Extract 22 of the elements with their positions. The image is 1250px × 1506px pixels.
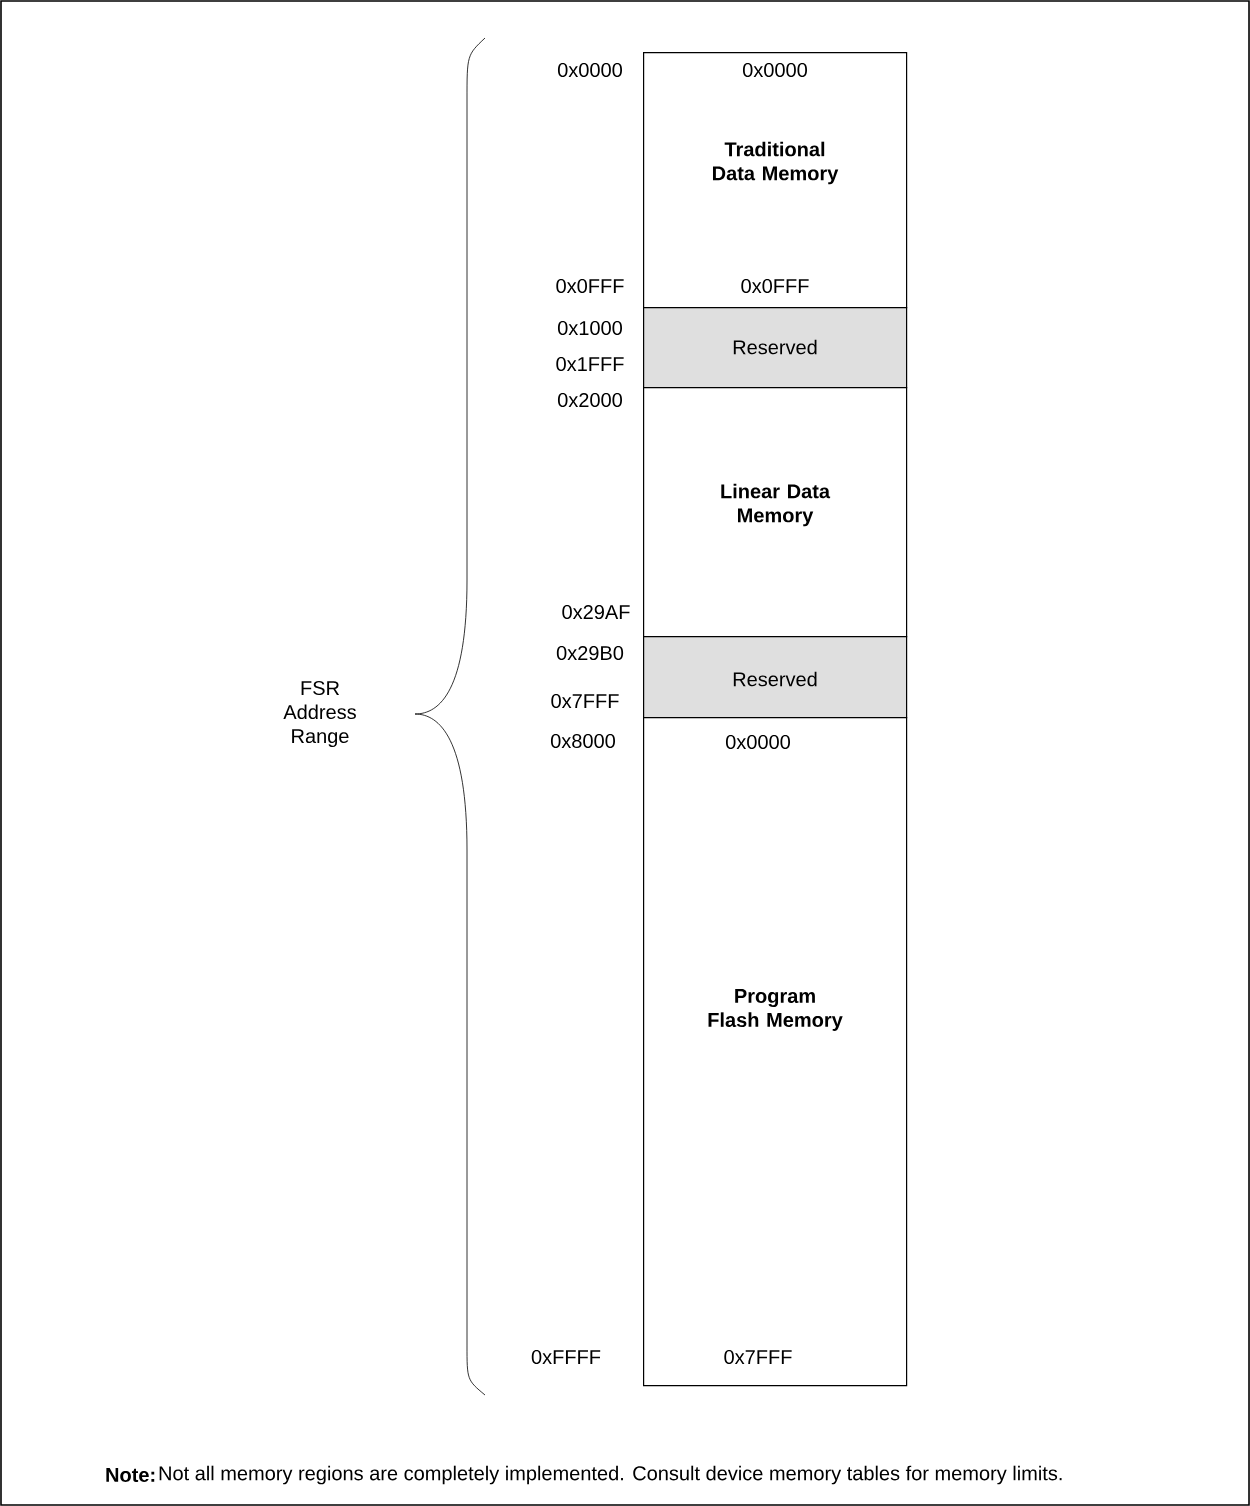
range-label: FSR Address Range bbox=[283, 680, 356, 748]
region-name: Reserved bbox=[733, 339, 817, 355]
address-label: 0x0000 bbox=[742, 62, 807, 78]
note-text: Not all memory regions are completely implemented. Consult device memory tables for memory limits. bbox=[159, 1465, 1062, 1485]
address-label: 0x1FFF bbox=[556, 356, 624, 372]
region-name: Linear Data Memory bbox=[721, 483, 831, 527]
address-label: 0x29B0 bbox=[556, 645, 624, 661]
address-label: 0x8000 bbox=[550, 733, 615, 749]
region-name: Program Flash Memory bbox=[708, 989, 843, 1031]
region-name: Traditional Data Memory bbox=[713, 141, 839, 185]
address-label: 0x0FFF bbox=[556, 278, 624, 294]
note-label: Note: bbox=[106, 1468, 155, 1482]
region-name: Reserved bbox=[733, 671, 817, 687]
address-label: 0x0000 bbox=[557, 62, 622, 78]
address-label: 0x0000 bbox=[725, 734, 790, 750]
address-label: 0x7FFF bbox=[551, 693, 619, 709]
address-label: 0x29AF bbox=[562, 604, 630, 620]
address-label: 0xFFFF bbox=[531, 1349, 601, 1365]
address-label: 0x7FFF bbox=[724, 1349, 792, 1365]
address-label: 0x1000 bbox=[557, 320, 622, 336]
address-label: 0x2000 bbox=[557, 392, 622, 408]
address-label: 0x0FFF bbox=[741, 278, 809, 294]
